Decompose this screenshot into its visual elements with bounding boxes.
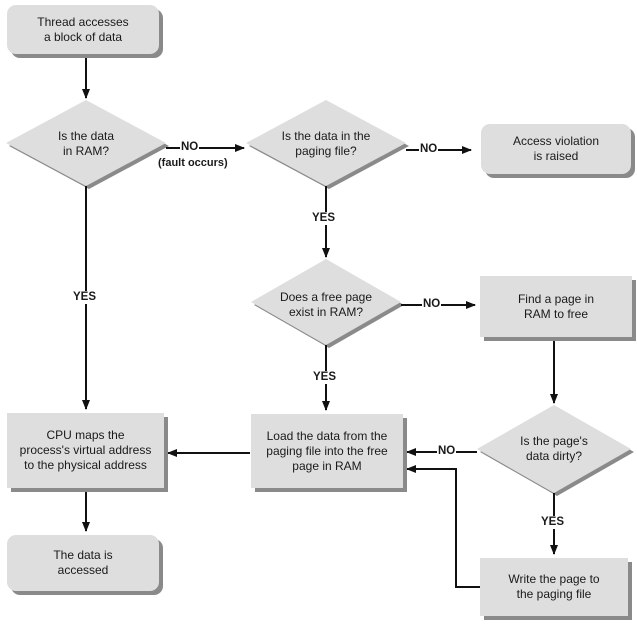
edge-label-yes-dirty: YES: [540, 516, 566, 529]
node-data-accessed: The data is accessed: [7, 535, 159, 591]
node-cpu-maps: CPU maps the process's virtual address t…: [7, 413, 164, 488]
edge-label-no-in-ram: NO: [180, 141, 200, 154]
node-load-data-text: Load the data from the paging file into …: [266, 428, 388, 473]
edge-label-yes-in-ram: YES: [72, 291, 98, 304]
edge-label-no-free-page: NO: [422, 298, 442, 311]
diamond-in-paging-file: [246, 100, 406, 186]
node-write-page-text: Write the page to the paging file: [508, 572, 600, 601]
diamond-free-page: [251, 259, 401, 345]
diamond-page-dirty: [477, 405, 631, 493]
edge-label-no-paging: NO: [419, 143, 439, 156]
diamond-page-dirty-text: Is the page's data dirty?: [520, 434, 588, 463]
node-load-data: Load the data from the paging file into …: [251, 414, 403, 488]
node-cpu-maps-text: CPU maps the process's virtual address t…: [19, 428, 152, 472]
node-thread-access-text: Thread accesses a block of data: [37, 14, 129, 44]
diamond-in-ram: [6, 100, 166, 186]
node-data-accessed-text: The data is accessed: [53, 548, 113, 577]
edge-label-no-dirty: NO: [437, 445, 457, 458]
diamond-in-ram-text: Is the data in RAM?: [57, 129, 115, 158]
arrow-write-to-load: [406, 465, 500, 588]
edge-label-yes-paging: YES: [311, 212, 337, 225]
edge-note-fault-occurs: (fault occurs): [158, 157, 228, 169]
node-access-violation: Access violation is raised: [481, 124, 631, 174]
edge-label-yes-free-page: YES: [312, 371, 338, 384]
node-thread-access: Thread accesses a block of data: [7, 5, 159, 54]
diamond-free-page-text: Does a free page exist in RAM?: [279, 290, 373, 319]
diamond-in-paging-file-text: Is the data in the paging file?: [281, 129, 371, 158]
node-find-page-text: Find a page in RAM to free: [517, 291, 595, 321]
node-access-violation-text: Access violation is raised: [512, 134, 600, 163]
node-find-page: Find a page in RAM to free: [480, 276, 632, 337]
node-write-page: Write the page to the paging file: [480, 558, 628, 616]
